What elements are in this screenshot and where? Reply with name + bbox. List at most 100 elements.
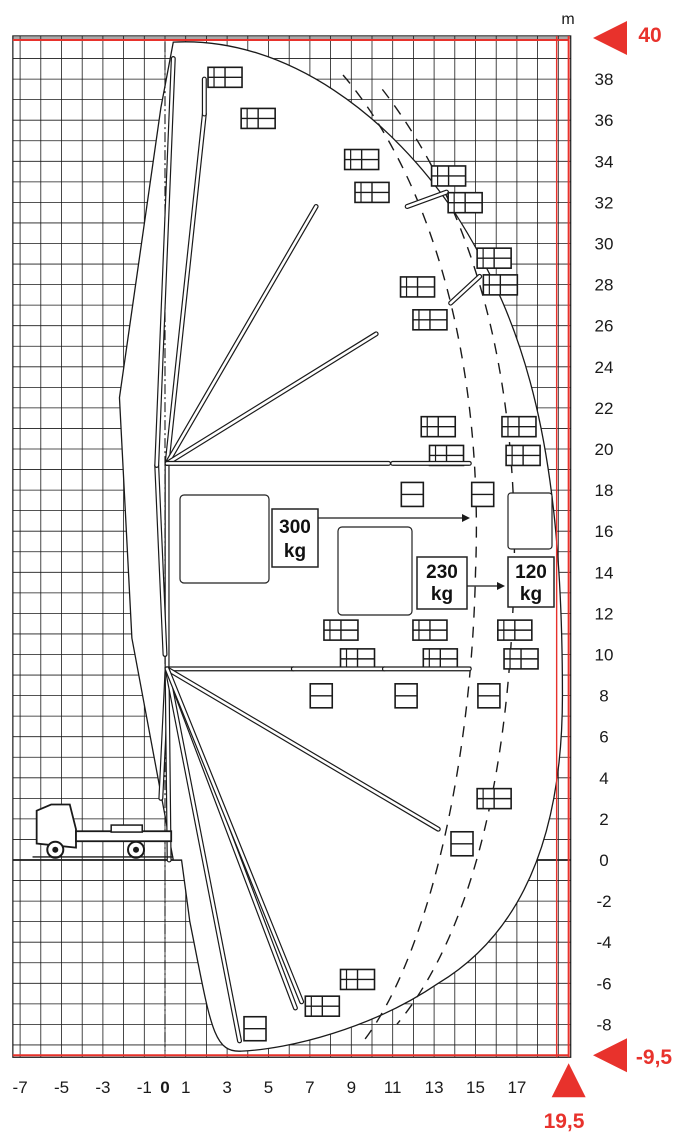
y-tick-label: 30: [595, 235, 614, 254]
load-unit-230: kg: [431, 584, 453, 605]
basket-icon: [339, 648, 376, 670]
basket-down-icon: [243, 1015, 267, 1042]
y-tick-label: 38: [595, 70, 614, 89]
y-tick-label: 26: [595, 317, 614, 336]
basket-icon: [497, 619, 533, 641]
y-tick-label: 8: [599, 687, 608, 706]
y-tick-label: 2: [599, 810, 608, 829]
boom-section-inner: [165, 667, 303, 1004]
basket-down-icon: [309, 683, 334, 709]
basket-down-icon: [450, 830, 474, 857]
boom-section-inner: [155, 464, 167, 656]
x-tick-label: 11: [384, 1078, 402, 1097]
arrow-head: [462, 514, 470, 522]
basket-icon: [503, 648, 539, 670]
max-outreach-arrow: [551, 1063, 586, 1098]
y-tick-label: 32: [595, 193, 614, 212]
boom-section-inner: [165, 667, 440, 831]
truck-hub: [52, 846, 59, 853]
truck-hub: [133, 846, 140, 853]
boom-positions: [154, 56, 541, 1044]
load-unit-300: kg: [284, 541, 306, 562]
max-height-label: 40: [638, 24, 661, 47]
load-value-300: 300: [279, 517, 311, 538]
boom-section-inner: [155, 57, 175, 467]
basket-icon: [323, 619, 359, 641]
max-height-arrow: [593, 21, 627, 55]
x-tick-label: -3: [95, 1078, 110, 1097]
boom-section-inner: [165, 112, 206, 465]
y-axis-ticks: 38363432302826242220181614121086420-2-4-…: [595, 70, 614, 1034]
dashed-limit-120: [381, 88, 516, 1025]
boom-section-inner: [165, 332, 378, 465]
x-tick-label: 9: [347, 1078, 356, 1097]
basket-icon: [207, 66, 243, 89]
y-tick-label: 28: [595, 276, 614, 295]
y-tick-label: 34: [595, 152, 614, 171]
x-tick-label: 3: [222, 1078, 231, 1097]
y-tick-label: 24: [595, 358, 614, 377]
basket-icon: [412, 309, 448, 331]
basket-down-icon: [400, 481, 425, 508]
y-tick-label: 22: [595, 399, 614, 418]
y-tick-label: 36: [595, 111, 614, 130]
min-depth-arrow: [593, 1038, 627, 1073]
basket-icon: [354, 181, 390, 204]
dashed-limit-230: [342, 74, 478, 1042]
boom-section-inner: [449, 275, 481, 305]
limit-markers: [12, 21, 627, 1098]
y-tick-label: 4: [599, 769, 608, 788]
load-unit-120: kg: [520, 584, 542, 605]
basket-icon: [339, 968, 376, 991]
x-tick-label: 0: [160, 1078, 169, 1097]
basket-icon: [501, 415, 537, 438]
y-tick-label: 14: [595, 563, 614, 582]
min-depth-label: -9,5: [636, 1046, 673, 1069]
basket-icon: [343, 148, 380, 171]
truck-turret: [110, 824, 143, 833]
x-tick-label: -5: [54, 1078, 69, 1097]
y-tick-label: 10: [595, 646, 614, 665]
basket-icon: [482, 274, 519, 296]
basket-icon: [505, 444, 541, 467]
load-zone-120: 120 kg: [507, 492, 555, 608]
basket-icon: [422, 648, 459, 670]
y-tick-label: 12: [595, 604, 614, 623]
y-tick-label: -2: [596, 892, 611, 911]
x-tick-label: 13: [425, 1078, 444, 1097]
load-zone-300: 300 kg: [179, 494, 319, 584]
basket-down-icon: [394, 683, 418, 709]
boom-section-inner: [165, 667, 241, 1043]
truck-icon: [32, 803, 174, 859]
truck-cab: [35, 803, 77, 849]
basket-icon: [430, 165, 467, 187]
boom-section-inner: [405, 190, 448, 208]
y-tick-label: 20: [595, 440, 614, 459]
basket-icon: [447, 191, 483, 214]
x-tick-label: 5: [264, 1078, 273, 1097]
x-tick-label: 7: [305, 1078, 314, 1097]
x-tick-label: -1: [137, 1078, 152, 1097]
arrow-head: [497, 582, 505, 590]
basket-icon: [412, 619, 448, 641]
unit-label: m: [561, 11, 574, 28]
x-tick-label: -7: [13, 1078, 28, 1097]
basket-icon: [476, 787, 512, 810]
basket-down-icon: [470, 481, 495, 508]
grid-frame: [12, 35, 572, 1058]
load-value-120: 120: [515, 562, 547, 583]
y-tick-label: 0: [599, 851, 608, 870]
basket-icon: [240, 107, 276, 130]
x-tick-label: 15: [466, 1078, 485, 1097]
basket-icon: [399, 276, 436, 298]
x-tick-label: 17: [507, 1078, 526, 1097]
y-tick-label: 16: [595, 522, 614, 541]
boom-section-inner: [165, 205, 318, 465]
y-tick-label: 18: [595, 481, 614, 500]
load-zone-230: 230 kg: [337, 526, 468, 616]
y-tick-label: -4: [596, 933, 611, 952]
basket-icon: [476, 247, 512, 269]
x-tick-label: 1: [181, 1078, 190, 1097]
